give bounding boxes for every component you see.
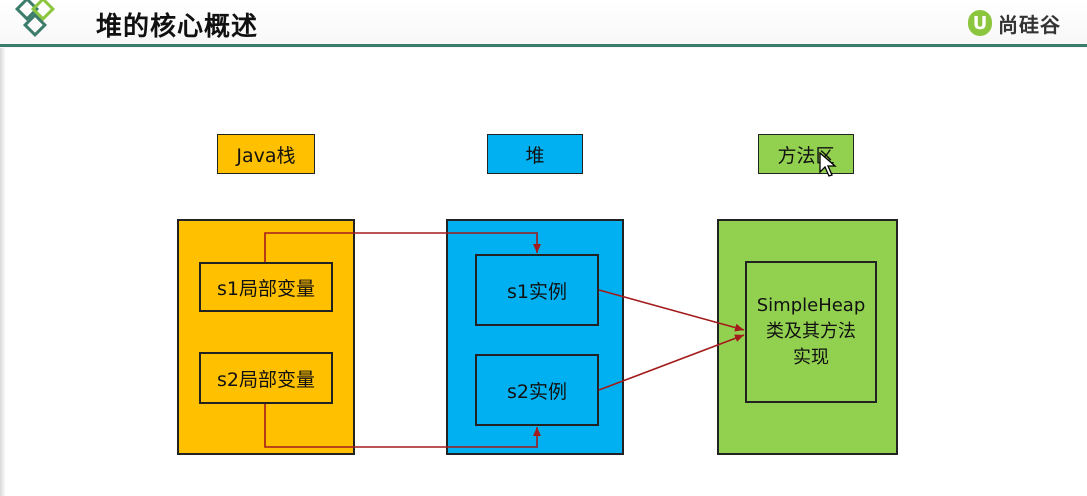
brand-badge-icon: U [968, 10, 992, 36]
left-edge-shadow [0, 48, 6, 496]
brand-name: 尚硅谷 [998, 12, 1061, 37]
diamond-logo-icon [14, 0, 56, 38]
java-stack-box [177, 219, 355, 455]
page-title: 堆的核心概述 [96, 12, 259, 42]
class-name-line: SimpleHeap [756, 295, 866, 316]
label-java-stack: Java栈 [217, 134, 315, 174]
class-desc-line-2: 实现 [793, 347, 829, 368]
mouse-cursor-icon [819, 152, 837, 177]
slide-header: 堆的核心概述 U 尚硅谷 [0, 0, 1087, 48]
s2-instance: s2实例 [475, 354, 599, 426]
header-divider [0, 44, 1087, 47]
simpleheap-class-box: SimpleHeap 类及其方法 实现 [745, 261, 877, 403]
class-desc-line: 类及其方法 [766, 321, 856, 342]
s1-instance: s1实例 [475, 254, 599, 326]
label-heap: 堆 [487, 134, 583, 174]
s1-local-variable: s1局部变量 [199, 262, 333, 312]
s2-local-variable: s2局部变量 [199, 352, 333, 404]
brand-logo: U 尚硅谷 [968, 8, 1061, 38]
label-method-area: 方法区 [758, 134, 854, 174]
